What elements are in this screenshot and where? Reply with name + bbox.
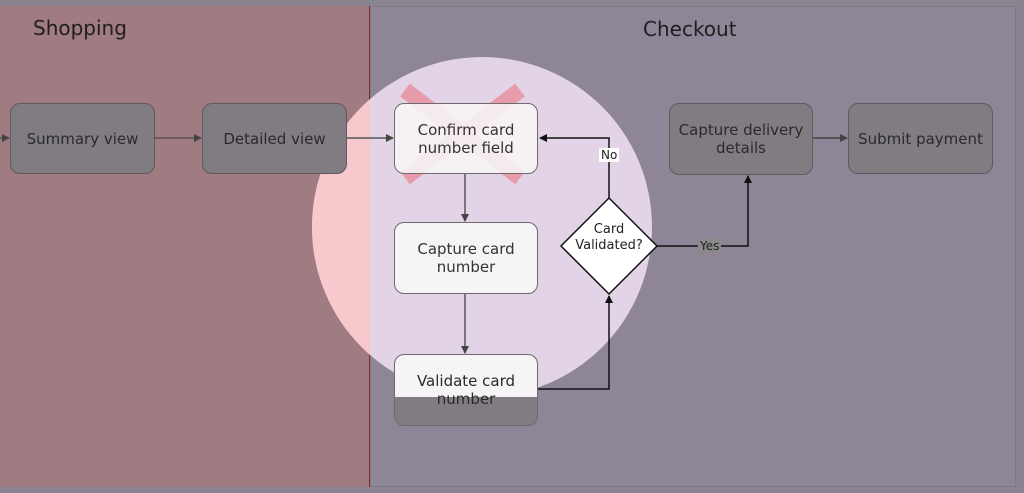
checkout-lane-title: Checkout [643, 17, 737, 41]
edge-decision-yes [657, 175, 752, 247]
edge-label-yes: Yes [698, 239, 722, 253]
node-capture-delivery-details: Capture delivery details [669, 103, 813, 175]
node-validate-card-number: Validate card number [394, 354, 538, 426]
node-summary-view: Summary view [10, 103, 155, 174]
node-detailed-view: Detailed view [202, 103, 347, 174]
node-confirm-card-number-field: Confirm card number field [394, 103, 538, 174]
shopping-lane: Shopping [0, 6, 370, 487]
node-capture-card-number: Capture card number [394, 222, 538, 294]
decision-diamond [559, 196, 659, 296]
shopping-lane-title: Shopping [33, 16, 127, 40]
edge-decision-no [539, 134, 610, 198]
edge-validate-decision [538, 295, 613, 390]
node-submit-payment: Submit payment [848, 103, 993, 174]
edge-label-no: No [599, 148, 620, 162]
decision-card-validated-label: Card Validated? [575, 222, 643, 253]
